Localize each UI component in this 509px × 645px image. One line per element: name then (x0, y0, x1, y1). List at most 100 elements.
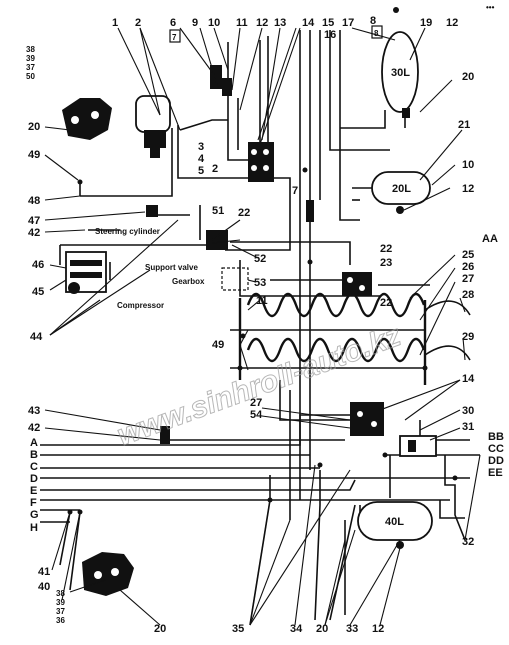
svg-text:DD: DD (488, 455, 504, 467)
gearbox-label: Gearbox (172, 277, 205, 286)
svg-text:23: 23 (380, 257, 392, 269)
svg-text:20: 20 (28, 121, 40, 133)
svg-text:9: 9 (192, 17, 198, 29)
svg-text:11: 11 (236, 17, 248, 29)
svg-text:20: 20 (316, 623, 328, 635)
spring-chambers (246, 292, 471, 363)
relay-valve-right (342, 272, 372, 296)
svg-text:3: 3 (198, 141, 204, 153)
svg-text:41: 41 (38, 566, 50, 578)
svg-text:39: 39 (26, 54, 35, 63)
svg-text:11: 11 (256, 295, 268, 307)
svg-text:BB: BB (488, 431, 504, 443)
svg-text:EE: EE (488, 467, 503, 479)
svg-text:25: 25 (462, 249, 474, 261)
svg-text:10: 10 (462, 159, 474, 171)
svg-text:22: 22 (380, 243, 392, 255)
svg-text:52: 52 (254, 253, 266, 265)
pipework (40, 30, 480, 626)
svg-text:53: 53 (254, 277, 266, 289)
svg-text:12: 12 (462, 183, 474, 195)
svg-text:50: 50 (26, 72, 35, 81)
svg-text:46: 46 (32, 259, 44, 271)
svg-text:34: 34 (290, 623, 303, 635)
svg-text:42: 42 (28, 422, 40, 434)
svg-text:51: 51 (212, 205, 224, 217)
svg-text:42: 42 (28, 227, 40, 239)
svg-text:15: 15 (322, 17, 334, 29)
svg-text:37: 37 (26, 63, 35, 72)
compressor (65, 251, 107, 294)
svg-text:27: 27 (250, 397, 262, 409)
svg-text:40L: 40L (385, 516, 404, 528)
svg-text:17: 17 (342, 17, 354, 29)
svg-text:1: 1 (112, 17, 118, 29)
svg-text:B: B (30, 449, 38, 461)
callouts-top: 1 2 6 9 10 11 12 13 14 15 16 17 8 19 12 … (112, 15, 458, 43)
svg-text:G: G (30, 509, 39, 521)
callouts-numbers: 20 49 48 47 42 46 45 44 43 42 41 40 20 3… (28, 71, 475, 635)
svg-text:7: 7 (292, 185, 298, 197)
svg-text:F: F (30, 497, 37, 509)
svg-text:49: 49 (28, 149, 40, 161)
svg-text:45: 45 (32, 286, 44, 298)
svg-text:4: 4 (198, 153, 205, 165)
steering-cylinder-label: Steering cylinder (95, 227, 160, 236)
brake-pedal-valve (135, 95, 171, 158)
svg-text:19: 19 (420, 17, 432, 29)
svg-text:7: 7 (172, 33, 177, 42)
svg-text:20L: 20L (392, 183, 411, 195)
line-labels-left: A B C D E F G H (30, 437, 39, 534)
svg-text:44: 44 (30, 331, 43, 343)
svg-text:35: 35 (232, 623, 244, 635)
svg-text:8: 8 (374, 29, 379, 38)
tank-30l: 30L (381, 31, 419, 113)
svg-text:E: E (30, 485, 37, 497)
svg-text:36: 36 (56, 616, 65, 625)
svg-text:49: 49 (212, 339, 224, 351)
svg-text:30: 30 (462, 405, 474, 417)
brake-valve-assembly-top-left (62, 98, 112, 140)
svg-text:6: 6 (170, 17, 176, 29)
svg-text:12: 12 (256, 17, 268, 29)
svg-text:28: 28 (462, 289, 474, 301)
svg-text:13: 13 (274, 17, 286, 29)
svg-text:AA: AA (482, 233, 498, 245)
svg-text:21: 21 (458, 119, 470, 131)
svg-text:H: H (30, 522, 38, 534)
quick-release-valve-right (399, 435, 437, 457)
corner-mark: ••• (486, 3, 495, 12)
callout-leaders (44, 27, 481, 626)
svg-text:39: 39 (56, 598, 65, 607)
support-valve (206, 230, 228, 250)
svg-text:47: 47 (28, 215, 40, 227)
svg-text:14: 14 (462, 373, 475, 385)
svg-text:5: 5 (198, 165, 204, 177)
svg-text:22: 22 (238, 207, 250, 219)
svg-text:27: 27 (462, 273, 474, 285)
compressor-label: Compressor (117, 301, 164, 310)
svg-text:32: 32 (462, 536, 474, 548)
support-valve-label: Support valve (145, 263, 198, 272)
svg-text:29: 29 (462, 331, 474, 343)
svg-text:16: 16 (324, 29, 336, 41)
junction-dots (67, 167, 458, 515)
svg-text:12: 12 (446, 17, 458, 29)
callouts-left-stack-top: 38 39 37 50 (26, 45, 35, 81)
relay-valve-lower (350, 402, 384, 436)
line-labels-right: AA BB CC DD EE (482, 233, 504, 479)
svg-text:14: 14 (302, 17, 315, 29)
callouts-left-stack-bottom: 38 39 37 36 (56, 589, 65, 625)
svg-text:40: 40 (38, 581, 50, 593)
svg-text:2: 2 (212, 163, 218, 175)
tank-40l: 40L (357, 501, 433, 541)
svg-text:2: 2 (135, 17, 141, 29)
svg-text:10: 10 (208, 17, 220, 29)
svg-text:38: 38 (56, 589, 65, 598)
svg-text:20: 20 (154, 623, 166, 635)
svg-text:54: 54 (250, 409, 263, 421)
svg-text:CC: CC (488, 443, 504, 455)
brake-valve-assembly-bottom-left (82, 552, 134, 596)
svg-text:D: D (30, 473, 38, 485)
